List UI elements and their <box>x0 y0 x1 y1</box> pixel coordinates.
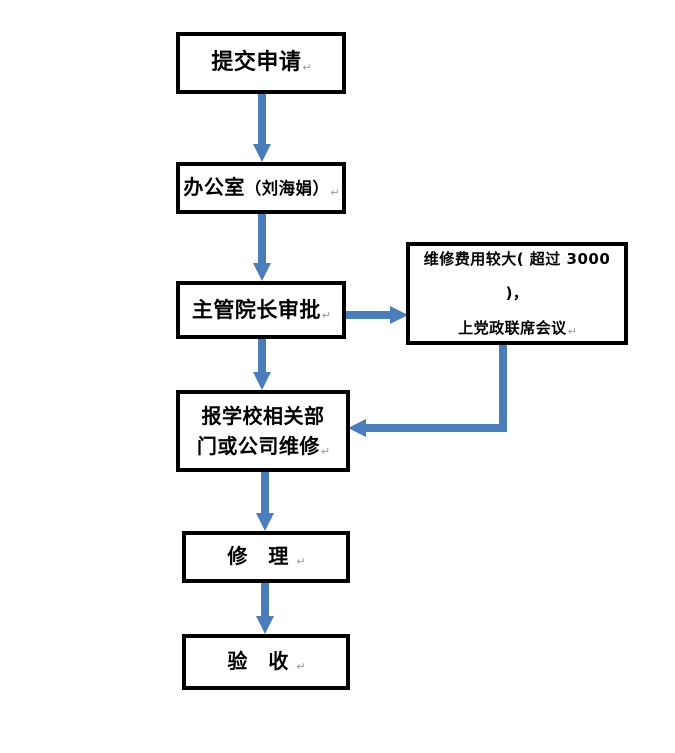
node-label-office: 办公室（刘海娟）↵ <box>183 175 340 201</box>
connector-submit-to-office <box>250 92 274 166</box>
node-label-office-owner: （刘海娟） <box>244 179 330 199</box>
process-node-office[interactable]: 办公室（刘海娟）↵ <box>176 162 346 214</box>
paragraph-mark-icon: ↵ <box>302 60 312 74</box>
process-node-high-cost-meeting[interactable]: 维修费用较大( 超过 3000 )， 上党政联席会议↵ <box>406 242 628 345</box>
node-label-line-1: 维修费用较大( 超过 3000 )， <box>423 249 611 303</box>
paragraph-mark-icon: ↵ <box>330 186 340 200</box>
node-label-text: 主管院长审批 <box>191 297 321 322</box>
process-node-dean-approval[interactable]: 主管院长审批↵ <box>176 281 346 339</box>
node-label-dean-approval: 主管院长审批↵ <box>191 297 332 324</box>
paragraph-mark-icon: ↵ <box>296 660 306 674</box>
paragraph-mark-icon: ↵ <box>320 445 331 458</box>
node-label-submit-application: 提交申请↵ <box>211 49 312 77</box>
node-label-text: 验 收 <box>227 649 296 674</box>
node-label-text: 修 理 <box>227 544 296 569</box>
node-label-high-cost-meeting: 维修费用较大( 超过 3000 )， 上党政联席会议↵ <box>410 242 624 346</box>
node-label-report-to-school: 报学校相关部门或公司维修↵ <box>196 401 331 461</box>
process-node-submit-application[interactable]: 提交申请↵ <box>176 32 346 94</box>
connector-dean-to-costly <box>344 303 410 327</box>
connector-costly-to-report <box>344 343 508 443</box>
paragraph-mark-icon: ↵ <box>296 555 306 569</box>
node-label-repair: 修 理↵ <box>227 544 306 570</box>
node-label-line-1: 报学校相关部 <box>201 404 325 428</box>
node-label-acceptance: 验 收↵ <box>227 649 306 675</box>
connector-repair-to-accept <box>253 581 277 638</box>
process-node-repair[interactable]: 修 理↵ <box>182 531 350 583</box>
connector-dean-to-report <box>250 337 274 394</box>
process-node-acceptance[interactable]: 验 收↵ <box>182 634 350 690</box>
paragraph-mark-icon: ↵ <box>567 324 577 338</box>
process-node-report-to-school[interactable]: 报学校相关部门或公司维修↵ <box>176 390 350 472</box>
connector-report-to-repair <box>253 470 277 535</box>
node-label-text: 提交申请 <box>211 49 302 75</box>
node-label-line-2: 门或公司维修 <box>196 434 320 458</box>
paragraph-mark-icon: ↵ <box>321 308 332 322</box>
node-label-text: 办公室 <box>183 175 245 200</box>
connector-office-to-dean <box>250 212 274 285</box>
node-label-line-2: 上党政联席会议 <box>458 318 567 337</box>
